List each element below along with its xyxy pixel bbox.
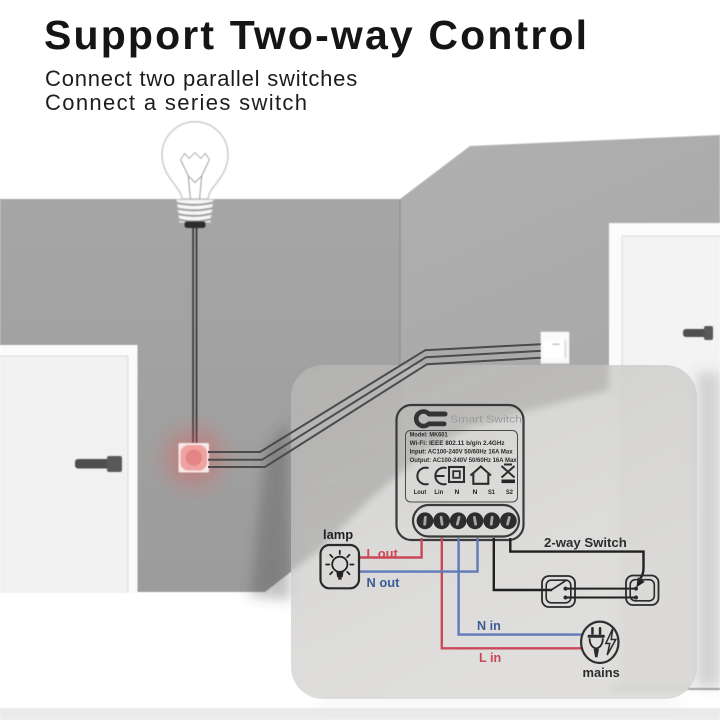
svg-text:Input: AC100-240V 50/60Hz 1: Input: AC100-240V 50/60Hz 16A Max [410, 449, 513, 456]
svg-text:Lin: Lin [434, 489, 443, 496]
svg-text:Model: MK601: Model: MK601 [410, 431, 448, 438]
svg-text:S2: S2 [506, 489, 513, 496]
svg-text:Smart Switch: Smart Switch [450, 415, 522, 426]
svg-text:N: N [455, 489, 460, 496]
svg-text:N: N [473, 489, 478, 496]
svg-text:S1: S1 [488, 489, 495, 496]
svg-text:Output: AC100-240V 50/60Hz 1: Output: AC100-240V 50/60Hz 16A Max [410, 457, 517, 464]
svg-text:Wi-Fi: IEEE 802.11 b/g/n 2.4: Wi-Fi: IEEE 802.11 b/g/n 2.4GHz [410, 440, 506, 447]
svg-text:Lout: Lout [414, 489, 427, 496]
